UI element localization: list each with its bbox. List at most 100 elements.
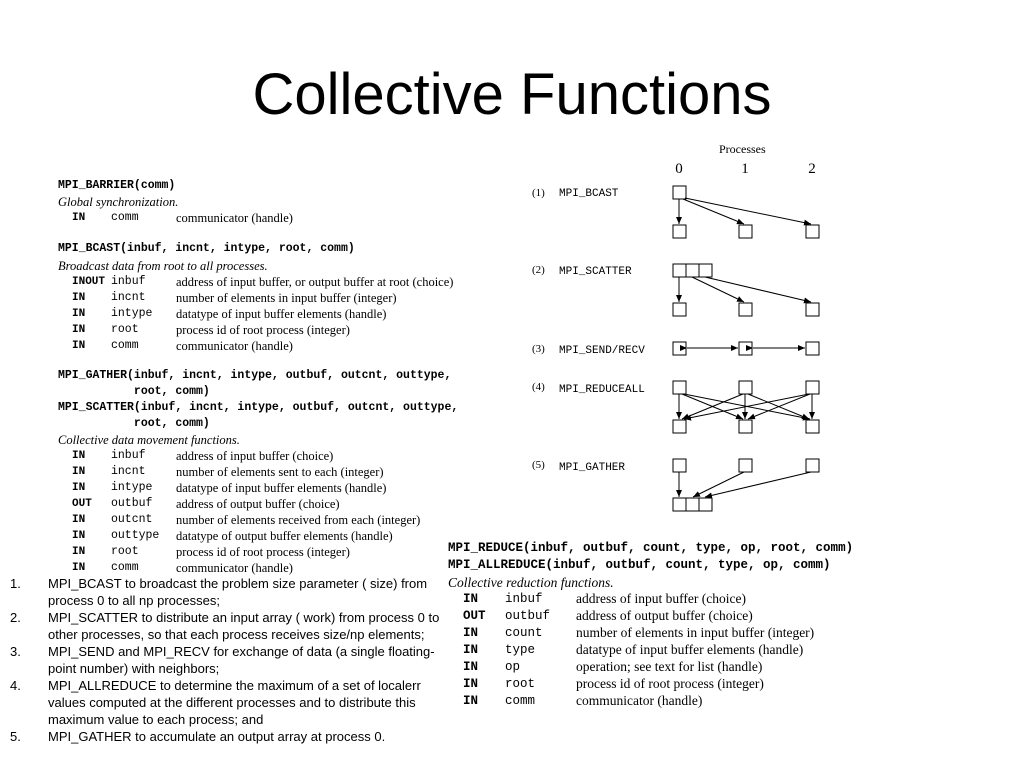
arg-direction: IN: [463, 660, 479, 674]
row-label: MPI_SCATTER: [559, 266, 632, 278]
process-box: [738, 341, 753, 356]
arg-description: address of output buffer (choice): [176, 497, 340, 511]
arg-description: number of elements sent to each (integer…: [176, 465, 384, 479]
gather-signature-cont: root, comm): [58, 385, 210, 398]
arg-name: count: [505, 626, 543, 640]
scatter-signature-cont: root, comm): [58, 417, 210, 430]
arg-direction: IN: [463, 694, 479, 708]
arg-name: intype: [111, 481, 153, 494]
arg-direction: IN: [463, 677, 479, 691]
list-number: 4.: [10, 678, 21, 693]
arg-description: datatype of input buffer elements (handl…: [176, 307, 387, 321]
row-number: (4): [532, 381, 545, 393]
message-arrow: [692, 471, 745, 498]
allreduce-signature: MPI_ALLREDUCE(inbuf, outbuf, count, type…: [448, 558, 831, 572]
list-text: MPI_BCAST to broadcast the problem size …: [48, 576, 428, 608]
process-box: [672, 419, 687, 434]
arg-description: number of elements in input buffer (inte…: [176, 291, 397, 305]
list-item: 3. MPI_SEND and MPI_RECV for exchange of…: [0, 643, 440, 677]
arg-direction: IN: [463, 626, 479, 640]
row-number: (1): [532, 187, 545, 199]
arg-direction: IN: [463, 592, 479, 606]
arg-description: communicator (handle): [176, 339, 293, 353]
arg-description: number of elements in input buffer (inte…: [576, 625, 815, 640]
process-box: [738, 419, 753, 434]
diagram-row-bcast: (1) MPI_BCAST: [532, 185, 820, 239]
arg-name: root: [111, 323, 139, 336]
arg-name: type: [505, 643, 536, 657]
reduce-description: Collective reduction functions.: [448, 575, 614, 590]
array-cell: [672, 263, 687, 278]
arg-description: process id of root process (integer): [176, 323, 350, 337]
arg-description: process id of root process (integer): [576, 676, 764, 691]
arg-direction: OUT: [72, 498, 92, 510]
process-box: [738, 224, 753, 239]
arg-description: address of output buffer (choice): [576, 608, 753, 623]
array-cell: [685, 497, 700, 512]
list-number: 5.: [10, 729, 21, 744]
list-text: MPI_ALLREDUCE to determine the maximum o…: [48, 678, 421, 727]
list-item: 1. MPI_BCAST to broadcast the problem si…: [0, 575, 440, 609]
arg-name: outcnt: [111, 513, 153, 526]
process-box: [672, 224, 687, 239]
arg-description: address of input buffer, or output buffe…: [176, 275, 454, 289]
message-arrow: [704, 276, 812, 304]
arg-name: comm: [111, 211, 139, 224]
list-item: 4. MPI_ALLREDUCE to determine the maximu…: [0, 677, 440, 728]
process-id-2: 2: [808, 161, 816, 177]
barrier-description: Global synchronization.: [58, 195, 179, 209]
message-arrow: [704, 471, 812, 499]
arg-name: outbuf: [111, 497, 153, 510]
arg-direction: OUT: [463, 609, 486, 623]
arg-description: communicator (handle): [576, 693, 703, 708]
message-arrow: [683, 393, 810, 421]
list-text: MPI_SEND and MPI_RECV for exchange of da…: [48, 644, 435, 676]
arg-name: op: [505, 660, 521, 674]
gather-signature: MPI_GATHER(inbuf, incnt, intype, outbuf,…: [58, 369, 452, 382]
message-arrow: [747, 393, 811, 420]
arg-description: communicator (handle): [176, 211, 293, 225]
process-box: [672, 458, 687, 473]
process-box: [805, 224, 820, 239]
list-text: MPI_GATHER to accumulate an output array…: [48, 729, 386, 744]
arg-name: outbuf: [505, 609, 551, 623]
list-number: 1.: [10, 576, 21, 591]
array-cell: [672, 497, 687, 512]
reduce-signature: MPI_REDUCE(inbuf, outbuf, count, type, o…: [448, 541, 854, 555]
process-box: [672, 302, 687, 317]
arg-direction: IN: [72, 530, 86, 542]
row-label: MPI_BCAST: [559, 188, 619, 200]
arg-direction: IN: [72, 340, 86, 352]
diagram-row-gather: (5) MPI_GATHER: [532, 458, 820, 512]
row-number: (3): [532, 343, 545, 355]
barrier-signature: MPI_BARRIER(comm): [58, 179, 176, 192]
arg-direction: IN: [72, 292, 86, 304]
process-box: [738, 302, 753, 317]
arg-description: datatype of input buffer elements (handl…: [576, 642, 804, 657]
message-arrow: [681, 393, 744, 420]
slide-title: Collective Functions: [252, 62, 772, 127]
arg-name: inbuf: [111, 275, 146, 288]
process-box: [672, 185, 687, 200]
gather-scatter-description: Collective data movement functions.: [58, 433, 240, 447]
diagram-row-reduceall: (4) MPI_REDUCEALL: [532, 380, 820, 434]
process-box: [805, 458, 820, 473]
arg-description: number of elements received from each (i…: [176, 513, 421, 527]
arg-description: communicator (handle): [176, 561, 293, 575]
process-id-0: 0: [675, 161, 683, 177]
list-number: 2.: [10, 610, 21, 625]
list-number: 3.: [10, 644, 21, 659]
array-cell: [685, 263, 700, 278]
arg-description: address of input buffer (choice): [576, 591, 746, 606]
arg-name: incnt: [111, 465, 146, 478]
arg-name: inbuf: [111, 449, 146, 462]
scatter-signature: MPI_SCATTER(inbuf, incnt, intype, outbuf…: [58, 401, 459, 414]
arg-name: incnt: [111, 291, 146, 304]
arg-direction: IN: [463, 643, 479, 657]
arg-description: datatype of output buffer elements (hand…: [176, 529, 393, 543]
collective-diagram: Processes 0 1 2 (1) MPI_BCAST (2) MPI_SC…: [532, 142, 820, 512]
list-item: 2. MPI_SCATTER to distribute an input ar…: [0, 609, 440, 643]
arg-description: datatype of input buffer elements (handl…: [176, 481, 387, 495]
arg-direction: IN: [72, 324, 86, 336]
arg-name: root: [111, 545, 139, 558]
